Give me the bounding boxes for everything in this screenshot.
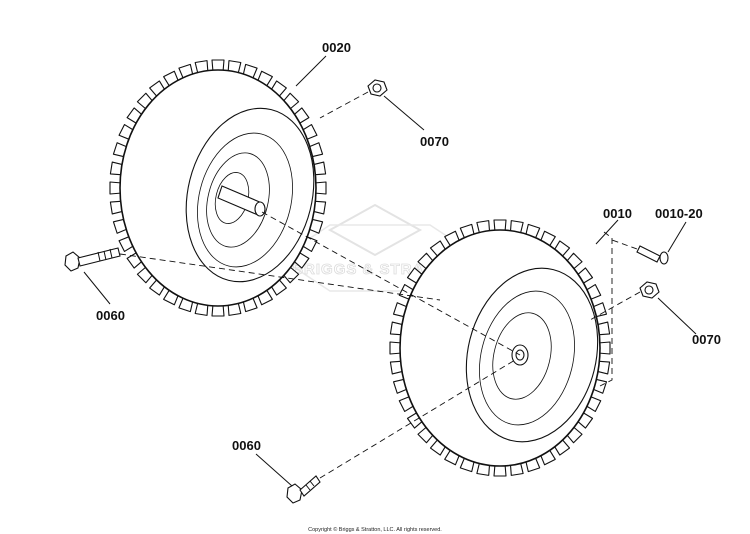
wheel-lower-0010[interactable]: [389, 219, 615, 477]
wheel-rim: [185, 107, 315, 283]
callout-0070-lower: 0070: [692, 332, 721, 347]
leader-0010-20: [667, 221, 687, 253]
leader-0070-lower: [657, 297, 697, 335]
hex-nut-lower[interactable]: [639, 281, 660, 299]
copyright-notice: Copyright © Briggs & Stratton, LLC. All …: [308, 526, 442, 533]
callout-0060-lower: 0060: [232, 438, 261, 453]
axis-line-nut-upper: [319, 91, 369, 119]
axle-end: [254, 201, 266, 217]
callout-0070-upper: 0070: [420, 134, 449, 149]
axis-line-bolt-left: [119, 253, 441, 301]
callout-0020: 0020: [322, 40, 351, 55]
rim-inner-ring: [197, 132, 293, 268]
bolt-lower[interactable]: [286, 475, 321, 504]
valve-stem[interactable]: [636, 245, 669, 265]
bolt-left[interactable]: [64, 247, 121, 272]
leader-0070-upper: [383, 95, 425, 131]
rim-inner-ring: [479, 290, 575, 426]
rim-hub-ring: [492, 312, 552, 400]
callout-0010: 0010: [603, 206, 632, 221]
axis-line-bolt-lower: [319, 359, 516, 479]
leader-0060-lower: [255, 453, 293, 487]
leader-0010: [595, 219, 619, 245]
hex-nut-upper[interactable]: [367, 79, 388, 97]
wheel-upper-0020[interactable]: [109, 59, 331, 317]
callout-0010-20: 0010-20: [655, 206, 703, 221]
callout-0060-left: 0060: [96, 308, 125, 323]
axis-line-upper-to-lower: [261, 211, 521, 356]
axis-line-valve: [611, 239, 638, 250]
leader-0060-left: [83, 271, 111, 305]
rim-hub-ring: [206, 152, 270, 248]
valve-bracket-line: [599, 231, 613, 387]
leader-0020: [295, 55, 327, 87]
